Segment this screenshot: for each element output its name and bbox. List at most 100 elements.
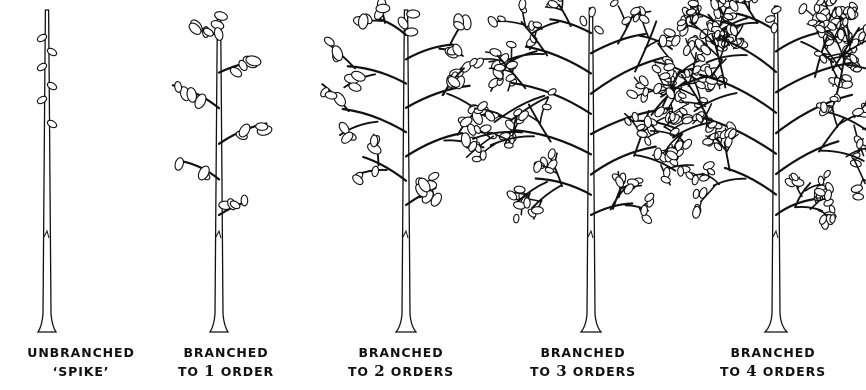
tree-order-1 [173, 10, 273, 332]
leaf-mark [370, 135, 378, 147]
leaf-mark [405, 28, 418, 37]
caption-order-number: 4 [746, 362, 757, 380]
caption-suffix: ORDERS [758, 364, 826, 379]
leaf-mark [506, 40, 517, 48]
tree-order-2 [319, 0, 489, 332]
branch-mark [725, 168, 776, 195]
branch-mark [406, 86, 470, 108]
leaf-mark [818, 176, 824, 185]
trunk-mark [38, 10, 56, 332]
leaf-mark [857, 31, 866, 42]
leaf-mark [820, 102, 827, 113]
caption-prefix: ‘SPIKE’ [53, 364, 110, 379]
leaf-mark [214, 10, 229, 21]
leaf-mark [504, 143, 513, 149]
leaf-mark [325, 91, 338, 100]
leaf-mark [688, 0, 699, 7]
leaf-mark [623, 117, 632, 127]
branch-mark [406, 133, 462, 156]
leaf-mark [644, 136, 652, 146]
leaf-mark [531, 207, 543, 215]
leaf-mark [660, 175, 671, 184]
leaf-mark [836, 7, 843, 17]
leaf-mark [621, 15, 633, 26]
leaf-mark [513, 214, 519, 223]
leaf-mark [489, 47, 502, 57]
leaf-mark [823, 169, 832, 178]
caption-line1: BRANCHED [508, 344, 658, 362]
leaf-mark [542, 104, 551, 110]
leaf-mark [670, 112, 676, 121]
caption-line2: TO 2 ORDERS [326, 362, 476, 381]
leaf-mark [514, 186, 525, 194]
caption-prefix: TO [530, 364, 556, 379]
branch-mark [512, 83, 591, 114]
leaf-mark [682, 45, 691, 57]
branch-mark [591, 147, 656, 175]
leaf-mark [625, 88, 639, 100]
leaf-mark [638, 14, 650, 25]
branch-mark [536, 179, 591, 195]
leaf-mark [699, 174, 709, 182]
leaf-mark [751, 0, 759, 3]
leaf-mark [187, 21, 203, 37]
leaf-mark [651, 64, 662, 75]
leaf-mark [358, 13, 369, 29]
caption-line2: TO 1 ORDER [151, 362, 301, 381]
leaf-mark [678, 167, 684, 177]
leaf-mark [494, 64, 505, 71]
caption-line1: BRANCHED [698, 344, 848, 362]
leaf-mark [241, 195, 248, 206]
leaf-mark [174, 157, 185, 172]
leaf-mark [653, 105, 666, 118]
leaf-mark [830, 96, 838, 101]
caption-prefix: TO [348, 364, 374, 379]
leaf-mark [579, 15, 588, 26]
leaf-mark [797, 2, 808, 15]
leaf-mark [659, 35, 667, 47]
leaf-mark [853, 193, 864, 200]
leaf-mark [692, 189, 700, 199]
leaf-mark [524, 198, 531, 208]
branch-mark [562, 0, 563, 10]
caption-order-3: BRANCHED TO 3 ORDERS [508, 344, 658, 381]
tree-unbranched [36, 10, 58, 332]
leaf-mark [829, 214, 835, 223]
caption-suffix: ORDERS [568, 364, 636, 379]
caption-line1: UNBRANCHED [6, 344, 156, 362]
leaf-mark [770, 5, 782, 15]
caption-prefix: TO [178, 364, 204, 379]
caption-order-2: BRANCHED TO 2 ORDERS [326, 344, 476, 381]
tree-drawings [0, 0, 866, 340]
leaf-mark [692, 206, 701, 219]
leaf-mark [407, 10, 420, 18]
branch-mark [776, 141, 838, 174]
caption-order-1: BRANCHED TO 1 ORDER [151, 344, 301, 381]
caption-order-number: 1 [204, 362, 215, 380]
caption-order-number: 2 [374, 362, 385, 380]
caption-line2: ‘SPIKE’ [6, 362, 156, 381]
caption-line1: BRANCHED [151, 344, 301, 362]
caption-line2: TO 3 ORDERS [508, 362, 658, 381]
leaf-mark [340, 130, 355, 145]
caption-line2: TO 4 ORDERS [698, 362, 848, 381]
trunk-mark [210, 12, 228, 332]
tree-order-3 [466, 0, 717, 332]
leaf-mark [850, 184, 863, 194]
leaf-mark [837, 29, 844, 40]
branch-mark [591, 58, 663, 94]
leaf-mark [371, 166, 379, 177]
leaf-mark [255, 122, 268, 130]
caption-prefix: TO [720, 364, 746, 379]
caption-suffix: ORDER [216, 364, 275, 379]
leaf-mark [698, 187, 708, 200]
leaf-mark [174, 81, 182, 93]
leaf-mark [593, 24, 605, 35]
leaf-mark [556, 0, 565, 2]
leaf-mark [376, 4, 390, 13]
caption-line1: BRANCHED [326, 344, 476, 362]
caption-suffix: ORDERS [386, 364, 454, 379]
branch-mark [540, 98, 548, 124]
branch-mark [532, 186, 561, 208]
